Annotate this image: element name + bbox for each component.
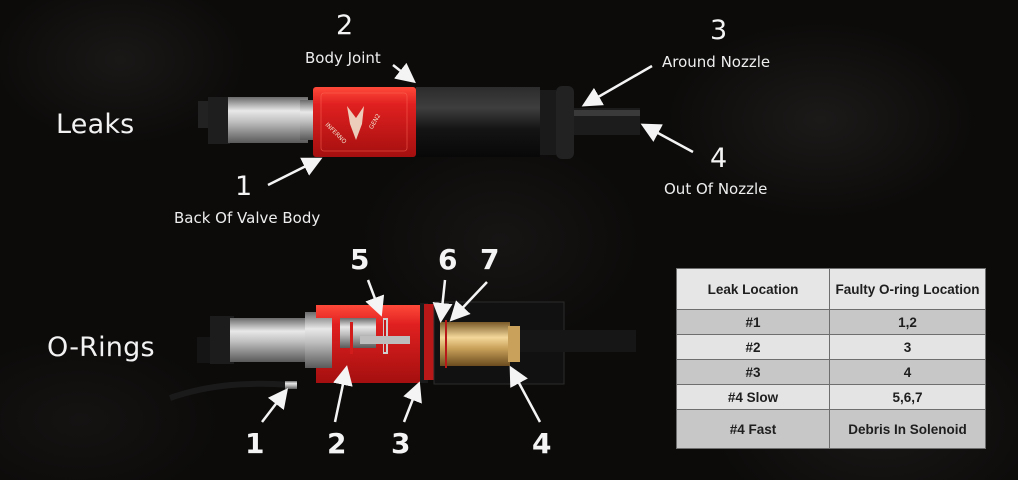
table-row: #1 1,2 [676,309,986,335]
oring-callout-3: 3 [391,427,411,460]
table-row: #3 4 [676,359,986,385]
table-row: #2 3 [676,334,986,360]
table-header-leak-location: Leak Location [676,268,830,310]
oring-callout-4: 4 [532,427,552,460]
oring-callout-6: 6 [438,243,458,276]
table-cell-leak: #4 Slow [676,384,830,410]
leak-callout-label-4: Out Of Nozzle [664,180,768,198]
arrow-oring-4 [509,365,542,423]
leak-callout-number-1: 1 [235,171,253,202]
arrow-oring-2 [333,365,353,423]
table-cell-oring: 5,6,7 [829,384,986,410]
arrow-leak-2 [392,62,416,84]
table-row: #4 Fast Debris In Solenoid [676,409,986,449]
table-cell-oring: 4 [829,359,986,385]
oring-callout-5: 5 [350,243,370,276]
leak-callout-number-4: 4 [710,143,728,174]
table-cell-oring: 3 [829,334,986,360]
table-header-faulty-oring-location: Faulty O-ring Location [829,268,986,310]
leak-callout-number-2: 2 [336,10,354,41]
arrow-leak-4 [640,123,694,154]
table-cell-leak: #1 [676,309,830,335]
leaks-title: Leaks [56,109,135,140]
arrow-oring-6 [432,279,453,323]
arrow-leak-1 [267,157,323,187]
table-cell-leak: #2 [676,334,830,360]
leak-to-oring-table: Leak Location Faulty O-ring Location #1 … [676,268,986,449]
orings-title: O-Rings [47,332,155,363]
oring-callout-1: 1 [245,427,265,460]
leak-callout-label-3: Around Nozzle [662,53,771,71]
arrow-leak-3 [581,64,653,107]
arrow-oring-1 [261,388,289,423]
leak-callout-label-2: Body Joint [305,49,381,67]
leak-callout-label-1: Back Of Valve Body [174,209,321,227]
oring-callout-7: 7 [480,243,500,276]
table-cell-oring: 1,2 [829,309,986,335]
cutaway-valve [169,301,636,401]
assembled-valve: GEN2 INFERNO [198,86,640,159]
table-cell-leak: #4 Fast [676,409,830,449]
table-row: #4 Slow 5,6,7 [676,384,986,410]
table-cell-leak: #3 [676,359,830,385]
oring-callout-2: 2 [327,427,347,460]
leak-callout-number-3: 3 [710,15,728,46]
arrow-oring-3 [402,381,422,423]
arrow-oring-5 [365,279,385,317]
arrow-oring-7 [449,281,488,322]
table-cell-oring: Debris In Solenoid [829,409,986,449]
